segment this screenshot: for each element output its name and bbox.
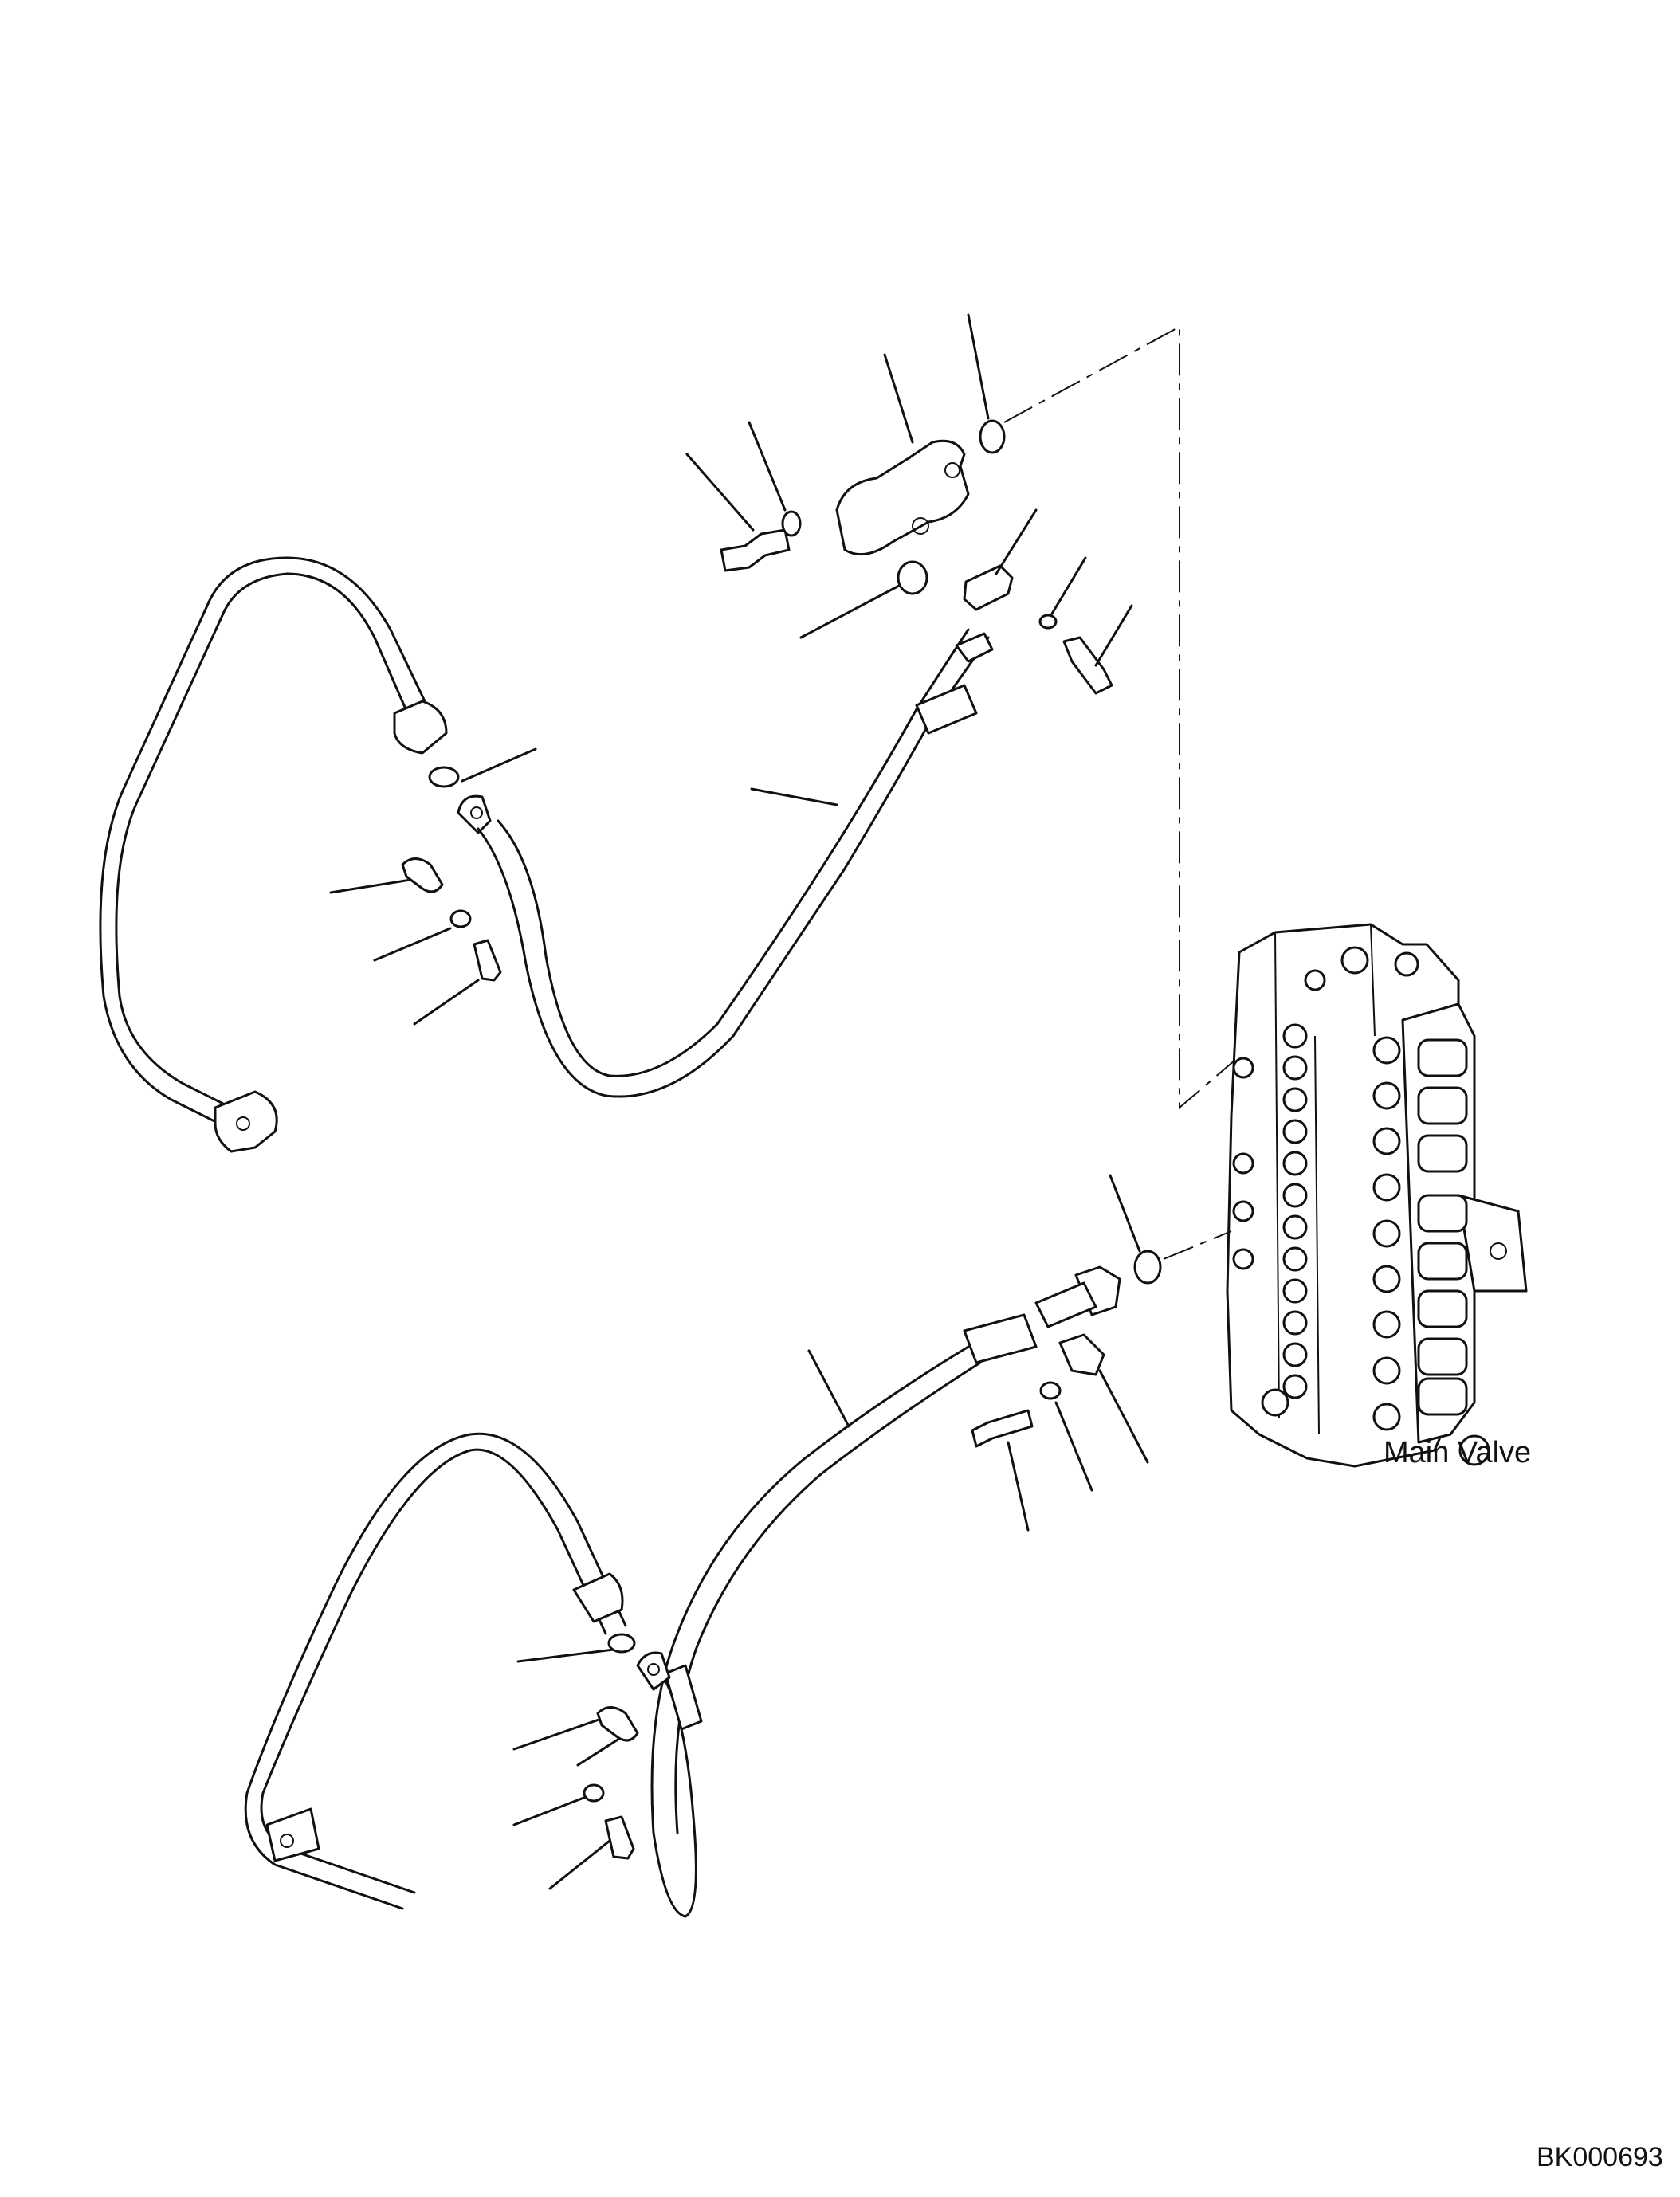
lower-washer [1039, 1381, 1062, 1400]
upper-pipe-washer [449, 909, 472, 928]
upper-centerline [1003, 325, 1236, 1110]
upper-o-ring-lower [897, 560, 928, 595]
main-valve-ports [1232, 946, 1490, 1466]
lower-pipe-o-ring [607, 1633, 636, 1654]
lower-pipe-flange [636, 1651, 671, 1691]
lower-centerline [1163, 1230, 1232, 1260]
lower-leader-lines [512, 1174, 1149, 1890]
upper-pipe-clamp [401, 857, 444, 893]
upper-pipe-o-ring [428, 766, 460, 788]
upper-bolt [720, 528, 791, 572]
upper-pipe-flange [457, 794, 492, 834]
upper-split-flange [963, 564, 1014, 611]
lower-pipe-bolt [604, 1815, 635, 1860]
upper-pipe-bolt [473, 939, 502, 982]
lower-flange-fitting [963, 1265, 1121, 1364]
lower-o-ring [1133, 1250, 1162, 1285]
upper-pipe [99, 556, 448, 1153]
main-valve-label: Main Valve [1384, 1436, 1532, 1469]
lower-bolt [971, 1409, 1034, 1448]
lower-pipe-washer [583, 1783, 605, 1803]
lower-split-flange [1058, 1333, 1105, 1376]
upper-o-ring-top [979, 419, 1006, 454]
lower-pipe-clamp [596, 1706, 639, 1742]
upper-short-bolt [1062, 636, 1113, 695]
upper-small-washer [1038, 614, 1058, 630]
main-valve-spools [1372, 1036, 1468, 1431]
upper-hose [477, 628, 994, 1098]
drawing-id-label: BK000693 [1537, 2142, 1663, 2172]
lower-hose [650, 1345, 982, 1918]
lower-pipe [244, 1432, 627, 1910]
upper-elbow-fitting [835, 439, 970, 556]
upper-washer [781, 510, 802, 537]
